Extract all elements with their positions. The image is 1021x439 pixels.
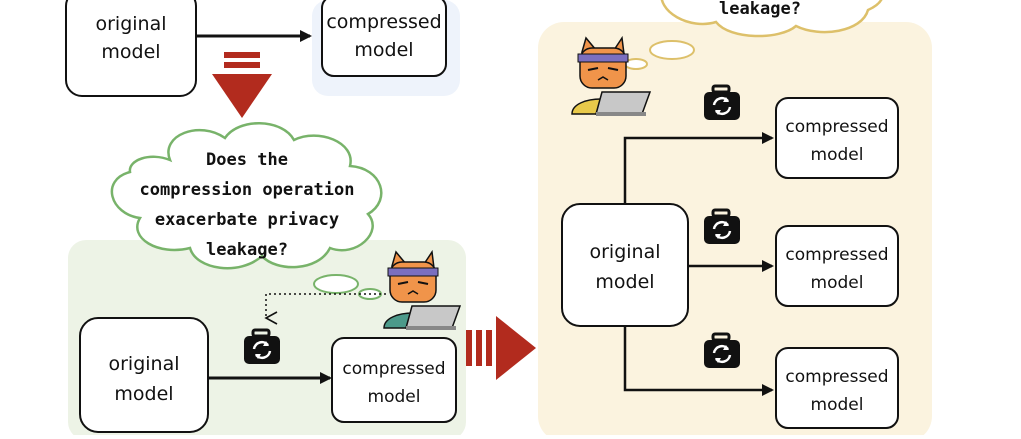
top-compressed-model-box [321, 0, 447, 77]
right-thought-bubble-large [649, 40, 695, 60]
bottom-compressed-model-label: compressed [342, 359, 445, 379]
right-compressed-model-3-label-2: model [811, 395, 864, 415]
thought-bubble-large [313, 274, 359, 294]
middle-cloud-line-4: leakage? [206, 240, 288, 260]
top-compressed-model-label-2: model [354, 39, 413, 61]
right-compressed-model-box-3 [775, 347, 899, 429]
compression-toolbox-icon-top [704, 84, 740, 120]
hacker-cat-icon [383, 249, 462, 330]
middle-cloud-line-1: Does the [206, 150, 288, 170]
compression-toolbox-icon-bottom [704, 332, 740, 368]
compression-toolbox-icon [244, 328, 280, 364]
bottom-original-model-label: original [108, 353, 179, 375]
right-original-model-label: original [589, 241, 660, 263]
top-original-model-box [65, 0, 197, 97]
middle-cloud-line-3: exacerbate privacy [155, 210, 339, 230]
right-compressed-model-2-label: compressed [785, 245, 888, 265]
right-compressed-model-3-label: compressed [785, 367, 888, 387]
bottom-original-model-label-2: model [114, 383, 173, 405]
top-original-model-label: original [95, 13, 166, 35]
right-question-cloud [660, 0, 883, 38]
attacker-dotted-path [264, 293, 386, 325]
right-compressed-model-1-label-2: model [811, 145, 864, 165]
bottom-compressed-model-box [331, 337, 457, 423]
right-compressed-model-box-1 [775, 97, 899, 179]
branch-to-bottom [623, 326, 774, 396]
right-original-model-box [561, 203, 689, 327]
top-original-model-label-2: model [101, 41, 160, 63]
right-compressed-model-1-label: compressed [785, 117, 888, 137]
middle-question-cloud [110, 122, 383, 270]
top-compressed-model-label: compressed [326, 11, 441, 33]
bottom-compressed-model-label-2: model [368, 387, 421, 407]
right-compressed-model-2-label-2: model [811, 273, 864, 293]
right-cloud-line-1: leakage? [719, 0, 801, 19]
bottom-original-model-box [79, 317, 209, 433]
red-right-arrow [466, 316, 536, 380]
right-compressed-model-box-2 [775, 225, 899, 307]
right-original-model-label-2: model [595, 271, 654, 293]
middle-cloud-line-2: compression operation [140, 180, 355, 200]
compression-toolbox-icon-middle [704, 208, 740, 244]
red-down-arrow [212, 52, 272, 118]
right-hacker-cat-icon [571, 35, 652, 116]
branch-to-top [623, 132, 774, 204]
